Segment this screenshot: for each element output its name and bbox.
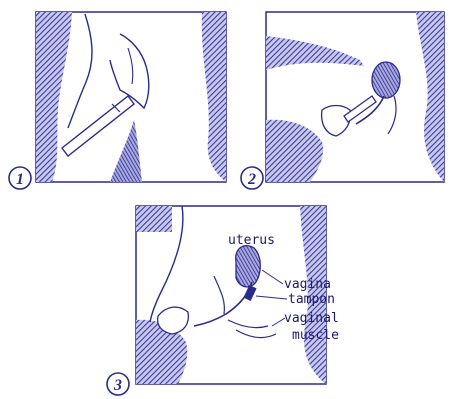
panel-2: 2	[241, 12, 444, 189]
panel-3-upper-shading	[136, 206, 172, 232]
label-vaginal: vaginal	[284, 311, 339, 326]
label-uterus: uterus	[228, 233, 275, 248]
panel-3-uterus	[236, 246, 261, 287]
label-tampon: tampon	[288, 292, 335, 307]
panel-2-number: 2	[247, 171, 256, 188]
label-vagina: vagina	[284, 277, 331, 292]
panel-3: uterus vagina tampon vaginal muscle 3	[107, 206, 339, 395]
panel-2-uterus	[372, 62, 400, 98]
label-muscle: muscle	[292, 328, 339, 343]
panel-1-number: 1	[16, 171, 24, 188]
panel-1: 1	[9, 12, 226, 189]
panel-3-number: 3	[113, 377, 122, 394]
